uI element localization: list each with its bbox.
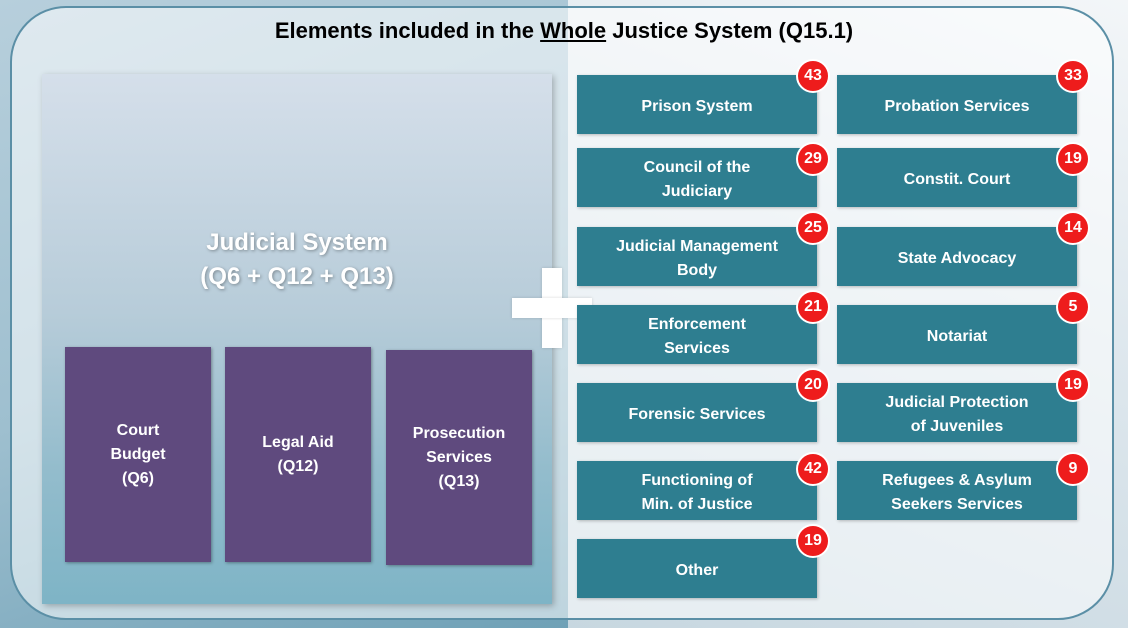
count-badge: 19 [1056,368,1090,402]
count-badge: 42 [796,452,830,486]
element-box-council-of-the-judiciary: Council of the Judiciary [577,148,817,207]
element-label: Constit. Court [903,170,1011,188]
count-badge: 9 [1056,452,1090,486]
element-label: Notariat [926,327,988,345]
diagram-title: Elements included in the Whole Justice S… [0,18,1128,44]
sub-box-line: Budget [110,445,166,463]
plus-sign-horizontal [512,298,592,318]
judicial-system-formula: (Q6 + Q12 + Q13) [200,263,394,290]
element-label: Services [664,339,730,357]
element-label: Seekers Services [891,495,1023,513]
element-label: Refugees & Asylum [882,471,1032,489]
sub-box-line: (Q13) [438,472,480,490]
judicial-system-label: Judicial System [206,229,388,256]
element-label: Probation Services [884,97,1030,115]
element-label: Prison System [641,97,753,115]
count-badge: 21 [796,290,830,324]
element-box-probation-services: Probation Services [837,75,1077,134]
element-box-state-advocacy: State Advocacy [837,227,1077,286]
count-badge: 20 [796,368,830,402]
element-label: Judicial Management [616,237,778,255]
element-box-functioning-of-min-of-justice: Functioning of Min. of Justice [577,461,817,520]
element-label: Other [675,561,719,579]
sub-box-line: Prosecution [412,424,506,442]
judicial-system-title: Judicial System (Q6 + Q12 + Q13) [42,226,552,294]
sub-box-line: (Q6) [121,469,154,487]
element-label: Judiciary [661,182,733,200]
element-box-forensic-services: Forensic Services [577,383,817,442]
count-badge: 25 [796,211,830,245]
count-badge: 43 [796,59,830,93]
element-label: Council of the [643,158,751,176]
count-badge: 5 [1056,290,1090,324]
count-badge: 19 [796,524,830,558]
element-box-judicial-protection-of-juveniles: Judicial Protection of Juveniles [837,383,1077,442]
element-box-prison-system: Prison System [577,75,817,134]
sub-box-line: (Q12) [277,457,319,475]
count-badge: 19 [1056,142,1090,176]
element-label: Forensic Services [628,405,766,423]
sub-box-line: Court [116,421,160,439]
element-box-notariat: Notariat [837,305,1077,364]
element-box-constit-court: Constit. Court [837,148,1077,207]
count-badge: 33 [1056,59,1090,93]
title-text-end: Justice System (Q15.1) [606,18,854,43]
sub-box-line: Legal Aid [262,433,334,451]
element-box-judicial-management-body: Judicial Management Body [577,227,817,286]
count-badge: 29 [796,142,830,176]
title-text-start: Elements included in the [274,18,541,43]
element-label: State Advocacy [897,249,1017,267]
element-label: Judicial Protection [885,393,1029,411]
element-box-refugees-asylum-seekers-services: Refugees & Asylum Seekers Services [837,461,1077,520]
element-label: of Juveniles [910,417,1004,435]
element-box-other: Other [577,539,817,598]
legal-aid-box: Legal Aid (Q12) [225,347,371,562]
element-label: Min. of Justice [641,495,753,513]
element-label: Body [676,261,717,279]
sub-box-line: Services [426,448,492,466]
prosecution-services-box: Prosecution Services (Q13) [386,350,532,565]
element-label: Enforcement [648,315,746,333]
element-box-enforcement-services: Enforcement Services [577,305,817,364]
court-budget-box: Court Budget (Q6) [65,347,211,562]
element-label: Functioning of [641,471,753,489]
count-badge: 14 [1056,211,1090,245]
title-underlined-word: Whole [540,18,607,43]
